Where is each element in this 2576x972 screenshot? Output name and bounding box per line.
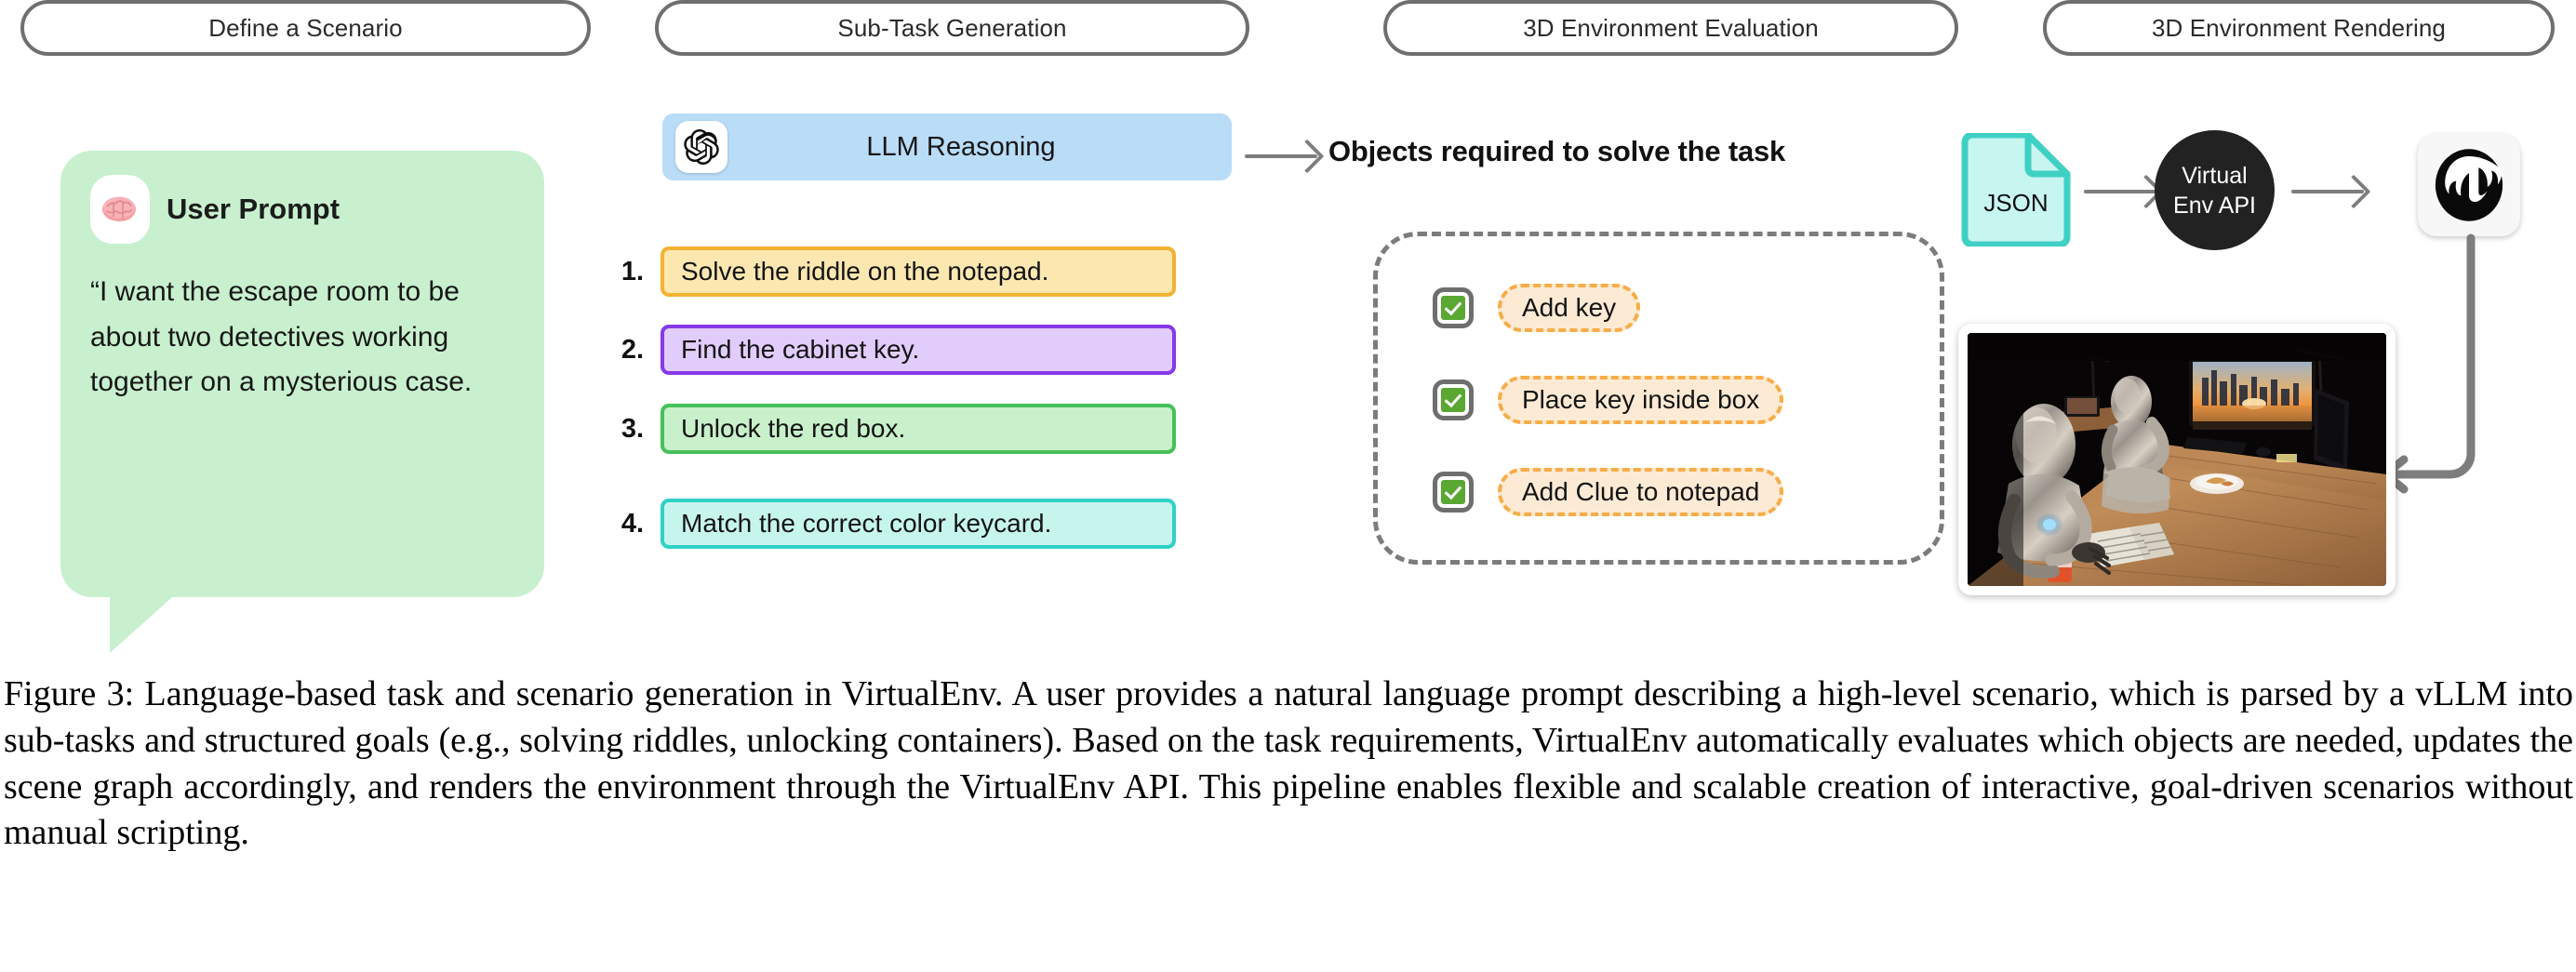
subtask-row: 1. Solve the riddle on the notepad.	[605, 246, 1176, 297]
subtask-number: 4.	[621, 508, 644, 539]
user-prompt-text: “I want the escape room to be about two …	[90, 276, 473, 398]
object-item: Add Clue to notepad	[1433, 468, 1784, 516]
subtask-box: Find the cabinet key.	[661, 325, 1176, 375]
speech-bubble-tail	[110, 592, 179, 653]
object-chip: Add Clue to notepad	[1498, 468, 1784, 516]
json-file-icon	[1961, 133, 2071, 246]
stage-pill-3d-environment-evaluation: 3D Environment Evaluation	[1383, 0, 1958, 56]
subtask-box: Match the correct color keycard.	[661, 499, 1176, 549]
object-chip: Place key inside box	[1498, 376, 1784, 424]
objects-required-title: Objects required to solve the task	[1328, 135, 1786, 167]
subtask-number: 3.	[621, 413, 644, 444]
subtask-row: 3. Unlock the red box.	[605, 404, 1176, 454]
object-chip: Add key	[1498, 284, 1641, 332]
figure-caption: Figure 3: Language-based task and scenar…	[4, 674, 2573, 853]
stage-pill-3d-environment-rendering: 3D Environment Rendering	[2043, 0, 2555, 56]
llm-reasoning-box: LLM Reasoning	[662, 113, 1232, 180]
unreal-engine-tile	[2418, 134, 2520, 236]
stage-pill-define-a-scenario: Define a Scenario	[20, 0, 591, 56]
arrow-right-icon	[2084, 190, 2156, 193]
llm-logo-tile	[675, 121, 727, 173]
subtask-number: 2.	[621, 334, 644, 365]
subtask-row: 2. Find the cabinet key.	[605, 325, 1176, 375]
virtual-env-api-line-2: Env API	[2173, 192, 2256, 219]
render-frame	[1958, 324, 2396, 595]
checkbox-checked-icon[interactable]	[1433, 472, 1474, 513]
subtask-row: 4. Match the correct color keycard.	[605, 499, 1176, 549]
checkbox-checked-icon[interactable]	[1433, 379, 1474, 420]
scene-illustration	[1968, 333, 2386, 586]
brain-icon	[102, 196, 136, 221]
json-file-label: JSON	[1983, 188, 2049, 217]
user-prompt-bubble: User Prompt “I want the escape room to b…	[60, 151, 544, 597]
checkbox-checked-icon[interactable]	[1433, 287, 1474, 328]
object-item: Add key	[1433, 284, 1641, 332]
rendered-3d-scene	[1968, 333, 2386, 586]
llm-reasoning-label: LLM Reasoning	[866, 131, 1056, 162]
subtask-box: Unlock the red box.	[661, 404, 1176, 454]
avatar	[90, 175, 150, 244]
subtask-number: 1.	[621, 256, 644, 286]
virtual-env-api-line-1: Virtual	[2182, 162, 2248, 189]
unreal-engine-logo-icon	[2435, 149, 2503, 221]
virtual-env-api-node: Virtual Env API	[2155, 130, 2275, 250]
object-item: Place key inside box	[1433, 376, 1784, 424]
arrow-right-icon	[2291, 190, 2364, 193]
stage-pill-label: Sub-Task Generation	[837, 13, 1067, 42]
user-prompt-header: User Prompt	[90, 175, 516, 244]
stage-pill-label: Define a Scenario	[208, 13, 403, 42]
user-prompt-title: User Prompt	[167, 193, 340, 225]
openai-logo-icon	[684, 129, 719, 165]
subtask-box: Solve the riddle on the notepad.	[661, 246, 1176, 297]
stage-pill-label: 3D Environment Evaluation	[1523, 13, 1819, 42]
objects-dashed-container	[1373, 232, 1944, 565]
arrow-right-icon	[1245, 154, 1317, 158]
stage-pill-sub-task-generation: Sub-Task Generation	[655, 0, 1249, 56]
stage-pill-label: 3D Environment Rendering	[2151, 13, 2446, 42]
